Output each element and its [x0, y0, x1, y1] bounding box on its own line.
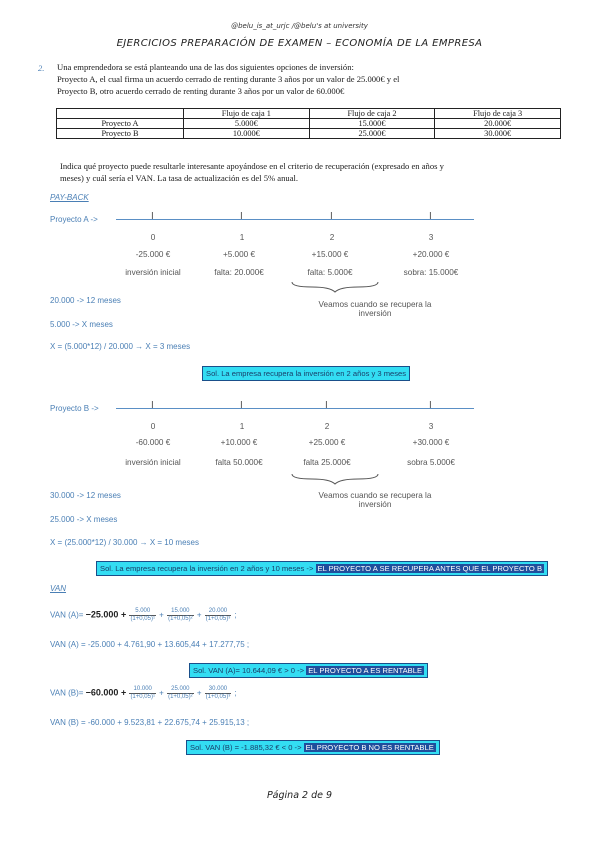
- table-cell: Proyecto B: [56, 128, 184, 139]
- calc-line: X = (25.000*12) / 30.000 → X = 10 meses: [50, 538, 199, 547]
- question-number: 2.: [38, 63, 45, 73]
- document-title: EJERCICIOS PREPARACIÓN DE EXAMEN – ECONO…: [116, 38, 483, 49]
- timeline-tick: I: [240, 211, 243, 222]
- calc-line: 25.000 -> X meses: [50, 515, 118, 524]
- table-cell: 10.000€: [183, 128, 310, 139]
- cash-flow-note: sobra: 15.000€: [403, 268, 459, 277]
- van-a-formula: VAN (A)= −25.000 + 5.000(1+0,05)¹ + 15.0…: [50, 608, 237, 622]
- table-cell: 20.000€: [434, 118, 561, 129]
- cash-flow-note: falta 50.000€: [215, 458, 263, 467]
- year-label: 0: [150, 422, 156, 431]
- payback-heading: PAY-BACK: [50, 193, 89, 202]
- cash-flow-value: +30.000 €: [412, 438, 450, 447]
- timeline-axis: [116, 408, 474, 409]
- year-label: 0: [150, 233, 156, 242]
- table-cell: 5.000€: [183, 118, 310, 129]
- timeline-tick: I: [240, 400, 243, 411]
- cash-flow-note: inversión inicial: [125, 268, 181, 277]
- year-label: 3: [428, 233, 434, 242]
- year-label: 2: [324, 422, 330, 431]
- prompt-line: Indica qué proyecto puede resultarle int…: [60, 161, 444, 171]
- cash-flow-table: Flujo de caja 1 Flujo de caja 2 Flujo de…: [56, 108, 561, 139]
- project-a-label: Proyecto A ->: [50, 215, 98, 224]
- project-b-label: Proyecto B ->: [50, 404, 99, 413]
- table-row: Proyecto B 10.000€ 25.000€ 30.000€: [56, 128, 561, 139]
- cash-flow-value: -60.000 €: [135, 438, 171, 447]
- table-header-row: Flujo de caja 1 Flujo de caja 2 Flujo de…: [56, 108, 561, 119]
- table-header-cell: Flujo de caja 3: [434, 108, 561, 119]
- year-label: 2: [329, 233, 335, 242]
- cash-flow-value: +15.000 €: [311, 250, 349, 259]
- timeline-axis: [116, 219, 474, 220]
- solution-box-payback-a: Sol. La empresa recupera la inversión en…: [202, 366, 411, 381]
- cash-flow-note: falta 25.000€: [303, 458, 351, 467]
- brace-icon: [291, 473, 379, 485]
- van-a-expanded: VAN (A) = -25.000 + 4.761,90 + 13.605,44…: [50, 640, 250, 649]
- calc-line: 30.000 -> 12 meses: [50, 491, 121, 500]
- table-row: Proyecto A 5.000€ 15.000€ 20.000€: [56, 118, 561, 129]
- van-b-expanded: VAN (B) = -60.000 + 9.523,81 + 22.675,74…: [50, 718, 250, 727]
- calc-line: 20.000 -> 12 meses: [50, 296, 121, 305]
- solution-box-payback-b: Sol. La empresa recupera la inversión en…: [96, 561, 549, 576]
- question-line: Una emprendedora se está planteando una …: [57, 62, 354, 72]
- cash-flow-note: sobra 5.000€: [407, 458, 455, 467]
- year-label: 1: [239, 233, 245, 242]
- cash-flow-value: +10.000 €: [220, 438, 258, 447]
- cash-flow-note: falta: 20.000€: [214, 268, 264, 277]
- table-header-cell: Flujo de caja 2: [308, 108, 436, 119]
- brace-icon: [291, 281, 379, 293]
- calc-line: X = (5.000*12) / 20.000 → X = 3 meses: [50, 342, 191, 351]
- timeline-tick: I: [151, 400, 154, 411]
- solution-box-van-a: Sol. VAN (A)= 10.644,09 € > 0 -> EL PROY…: [189, 663, 429, 678]
- timeline-tick: I: [429, 400, 432, 411]
- table-cell: 25.000€: [308, 128, 436, 139]
- solution-box-van-b: Sol. VAN (B) = -1.885,32 € < 0 -> EL PRO…: [186, 740, 440, 755]
- timeline-tick: I: [325, 400, 328, 411]
- year-label: 1: [239, 422, 245, 431]
- year-label: 3: [428, 422, 434, 431]
- table-header-cell: [56, 108, 184, 119]
- timeline-tick: I: [151, 211, 154, 222]
- author-handle: @belu_is_at_urjc /@belu's at university: [231, 22, 368, 30]
- question-line: Proyecto B, otro acuerdo cerrado de rent…: [57, 86, 345, 96]
- question-line: Proyecto A, el cual firma un acuerdo cer…: [57, 74, 400, 84]
- van-heading: VAN: [50, 584, 67, 593]
- calc-line: 5.000 -> X meses: [50, 320, 113, 329]
- timeline-tick: I: [429, 211, 432, 222]
- van-b-formula: VAN (B)= −60.000 + 10.000(1+0,05)¹ + 25.…: [50, 686, 237, 700]
- cash-flow-note: inversión inicial: [125, 458, 181, 467]
- page-number: Página 2 de 9: [266, 790, 333, 801]
- table-header-cell: Flujo de caja 1: [183, 108, 310, 119]
- cash-flow-value: +20.000 €: [412, 250, 450, 259]
- cash-flow-value: +5.000 €: [222, 250, 256, 259]
- timeline-tick: I: [330, 211, 333, 222]
- table-cell: Proyecto A: [56, 118, 184, 129]
- cash-flow-note: falta: 5.000€: [307, 268, 353, 277]
- table-cell: 15.000€: [308, 118, 436, 129]
- cash-flow-value: -25.000 €: [135, 250, 171, 259]
- prompt-line: meses) y cuál sería el VAN. La tasa de a…: [60, 173, 299, 183]
- table-cell: 30.000€: [434, 128, 561, 139]
- cash-flow-value: +25.000 €: [308, 438, 346, 447]
